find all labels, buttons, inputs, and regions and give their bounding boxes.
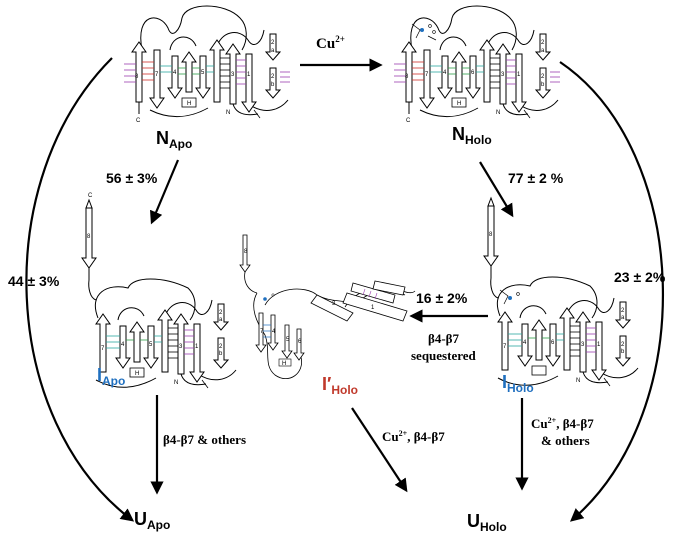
label-n-holo-to-u-holo: 23 ± 2%	[614, 269, 666, 285]
i-prime-strand-7: 7	[260, 329, 264, 335]
label-i-apo-to-u-apo: β4-β7 & others	[163, 432, 246, 447]
n-apo-strand-7: 7	[155, 72, 159, 78]
i-holo-strand-7: 7	[503, 344, 507, 350]
n-holo-structure: 8 7 4 6 3 1 2 a 2 b H C N	[393, 5, 561, 124]
n-holo-helix: H	[457, 101, 461, 107]
n-holo-strand-2a: 2	[541, 40, 545, 46]
i-holo-n-term: N	[576, 378, 580, 384]
i-apo-strand-2b: 2	[219, 344, 223, 350]
n-apo-structure: 8 7 4 5 3 1 2 a 2 b H C N	[123, 5, 291, 124]
arrow-n-apo-to-i-apo	[149, 159, 180, 225]
n-apo-strand-2b: 2	[271, 74, 275, 80]
i-prime-strand-3: 3	[332, 301, 336, 307]
state-i-prime-holo: I′Holo	[322, 374, 358, 397]
n-holo-strand-6: 6	[471, 70, 475, 76]
copper-ion-icon	[263, 297, 267, 301]
n-holo-c-term: C	[406, 118, 411, 124]
n-apo-strand-2a-sub: a	[271, 48, 275, 54]
arrow-n-holo-to-i-holo	[479, 161, 514, 218]
label-n-holo-to-i-holo: 77 ± 2 %	[508, 170, 564, 186]
label-cu-binding: Cu2+	[316, 34, 345, 52]
copper-site-icon	[411, 23, 437, 41]
n-apo-strand-5: 5	[201, 70, 205, 76]
i-prime-strand-5: 5	[286, 337, 290, 343]
label-n-apo-to-i-apo: 56 ± 3%	[106, 170, 158, 186]
n-apo-c-term: C	[136, 118, 141, 124]
label-i-holo-to-u-holo-line1: Cu2+, β4-β7	[531, 416, 594, 431]
state-i-apo: IApo	[97, 365, 125, 388]
n-apo-strand-1: 1	[247, 72, 251, 78]
state-u-holo: UHolo	[467, 511, 507, 534]
label-n-apo-to-u-apo: 44 ± 3%	[8, 273, 60, 289]
i-holo-strand-2a-sub: a	[621, 315, 625, 321]
state-n-apo: NApo	[156, 128, 192, 151]
i-holo-strand-3: 3	[581, 342, 585, 348]
i-apo-structure: 8 C 7 4 5 3 1 2 a 2 b H N	[81, 193, 237, 389]
n-apo-strand-8: 8	[135, 74, 139, 80]
label-i-prime-to-u-holo: Cu2+, β4-β7	[382, 429, 445, 444]
i-holo-strand-2b-sub: b	[621, 349, 625, 355]
i-holo-strand-4: 4	[523, 340, 527, 346]
n-holo-strand-2b-sub: b	[541, 82, 545, 88]
n-holo-strand-3: 3	[501, 72, 505, 78]
i-prime-strand-4: 4	[272, 329, 276, 335]
i-apo-helix: H	[135, 371, 139, 377]
i-holo-strand-1: 1	[597, 342, 601, 348]
arrow-n-apo-to-u-apo	[25, 57, 135, 522]
i-apo-c-term: C	[88, 193, 93, 199]
i-apo-strand-3: 3	[179, 344, 183, 350]
i-apo-strand-2b-sub: b	[219, 351, 223, 357]
n-holo-strand-2b: 2	[541, 74, 545, 80]
n-holo-strand-7: 7	[425, 72, 429, 78]
copper-site-icon	[499, 289, 520, 305]
state-i-holo: IHolo	[502, 372, 534, 395]
i-apo-n-term: N	[174, 380, 178, 386]
pathway-arrows	[25, 57, 665, 522]
i-prime-helix: H	[282, 361, 286, 367]
label-beta4-beta7: β4-β7	[428, 331, 460, 346]
i-apo-strand-7: 7	[101, 346, 105, 352]
i-apo-strand-5: 5	[149, 342, 153, 348]
arrow-i-prime-to-u-holo	[351, 407, 408, 493]
n-apo-strand-3: 3	[231, 72, 235, 78]
i-apo-strand-8: 8	[87, 234, 91, 240]
i-apo-strand-4: 4	[121, 342, 125, 348]
n-holo-strand-4: 4	[443, 70, 447, 76]
i-apo-strand-2a-sub: a	[219, 317, 223, 323]
n-holo-strand-8: 8	[405, 74, 409, 80]
state-u-apo: UApo	[134, 509, 170, 532]
i-holo-structure: 8 7 4 6 3 1 2 a 2 b N	[483, 197, 639, 387]
i-prime-strand-1: 1	[371, 305, 375, 311]
n-apo-strand-4: 4	[173, 70, 177, 76]
i-apo-strand-1: 1	[195, 344, 199, 350]
i-prime-strand-6: 6	[298, 339, 302, 345]
i-apo-strand-2a: 2	[219, 310, 223, 316]
n-apo-strand-2a: 2	[271, 40, 275, 46]
i-holo-strand-2b: 2	[621, 342, 625, 348]
n-apo-helix: H	[187, 101, 191, 107]
arrow-n-holo-to-u-holo	[559, 61, 665, 522]
i-holo-strand-6: 6	[551, 340, 555, 346]
n-apo-strand-2b-sub: b	[271, 82, 275, 88]
label-sequestered: sequestered	[411, 348, 477, 363]
label-i-holo-to-i-prime: 16 ± 2%	[416, 290, 468, 306]
i-holo-strand-8: 8	[489, 232, 493, 238]
n-holo-strand-2a-sub: a	[541, 48, 545, 54]
i-prime-holo-structure: 8 7 4 5 6 3 1 H	[239, 234, 416, 380]
n-apo-n-term: N	[226, 110, 230, 116]
n-holo-n-term: N	[496, 110, 500, 116]
i-holo-strand-2a: 2	[621, 308, 625, 314]
state-n-holo: NHolo	[452, 124, 492, 147]
n-holo-strand-1: 1	[517, 72, 521, 78]
label-i-holo-to-u-holo-line2: & others	[541, 433, 590, 448]
i-prime-strand-8: 8	[244, 249, 248, 255]
